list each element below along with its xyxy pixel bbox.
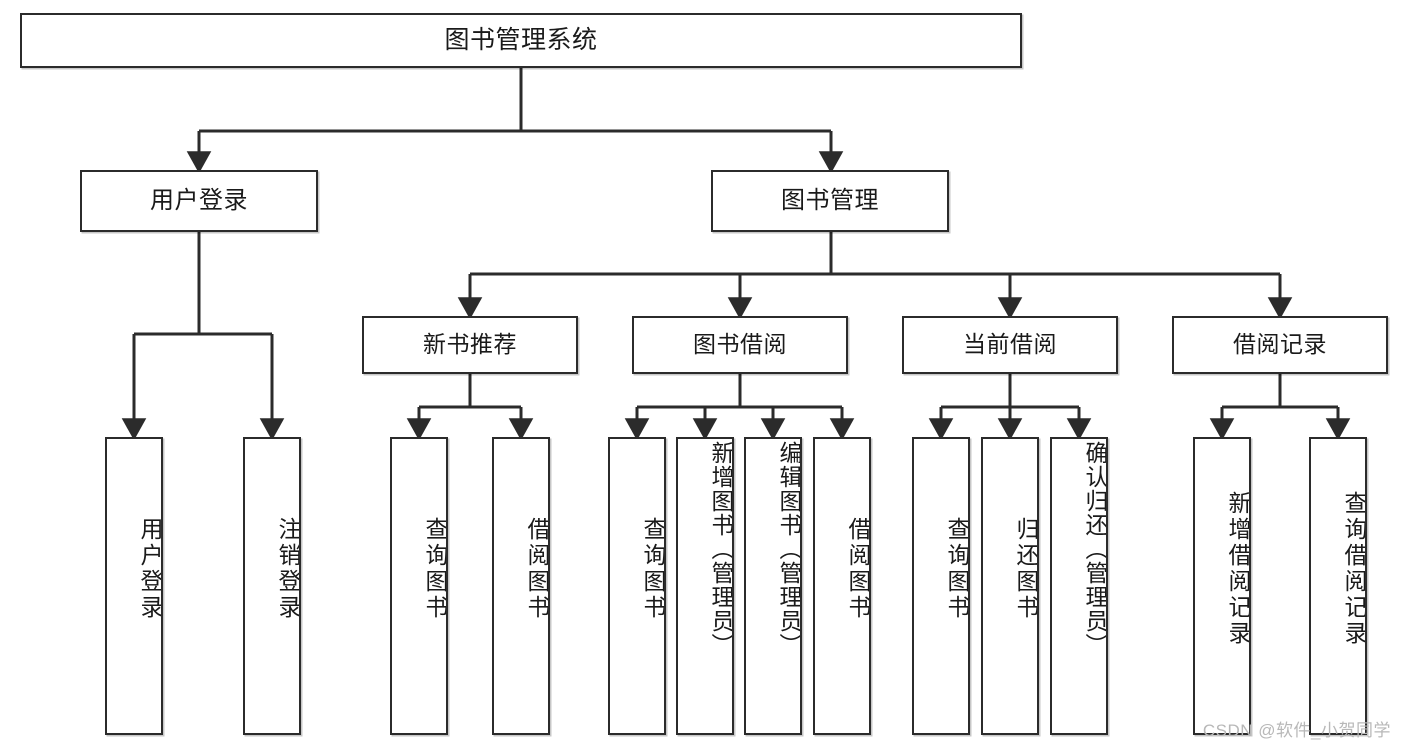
node-borrow-record[interactable]: 借阅记录 — [1172, 316, 1388, 374]
node-borrow-record-label: 借阅记录 — [1233, 331, 1327, 358]
node-leaf-logout[interactable]: 注销登录 — [243, 437, 301, 735]
node-leaf-add-record[interactable]: 新增借阅记录 — [1193, 437, 1251, 735]
node-leaf-return-book[interactable]: 归还图书 — [981, 437, 1039, 735]
node-book-borrow[interactable]: 图书借阅 — [632, 316, 848, 374]
node-leaf-borrow-book-1[interactable]: 借阅图书 — [492, 437, 550, 735]
node-book-manage[interactable]: 图书管理 — [711, 170, 949, 232]
node-leaf-user-login[interactable]: 用户登录 — [105, 437, 163, 735]
node-root-system[interactable]: 图书管理系统 — [20, 13, 1022, 68]
node-book-manage-label: 图书管理 — [781, 186, 879, 214]
node-leaf-edit-book-label: 编辑图书（管理员） — [776, 441, 802, 657]
node-leaf-add-book-label: 新增图书（管理员） — [708, 441, 734, 657]
node-root-system-label: 图书管理系统 — [444, 25, 598, 54]
node-leaf-query-book-3-label: 查询图书 — [944, 517, 970, 621]
node-book-borrow-label: 图书借阅 — [693, 331, 787, 358]
node-leaf-query-book-2-label: 查询图书 — [640, 517, 666, 621]
node-current-borrow-label: 当前借阅 — [963, 331, 1057, 358]
node-user-login[interactable]: 用户登录 — [80, 170, 318, 232]
node-leaf-user-login-label: 用户登录 — [137, 517, 163, 621]
node-leaf-add-book[interactable]: 新增图书（管理员） — [676, 437, 734, 735]
node-leaf-confirm-return-label: 确认归还（管理员） — [1082, 441, 1108, 657]
node-leaf-query-book-1-label: 查询图书 — [422, 517, 448, 621]
node-new-book-recommend[interactable]: 新书推荐 — [362, 316, 578, 374]
node-user-login-label: 用户登录 — [150, 186, 248, 214]
node-leaf-logout-label: 注销登录 — [275, 517, 301, 621]
node-leaf-borrow-book-1-label: 借阅图书 — [524, 517, 550, 621]
node-leaf-query-book-3[interactable]: 查询图书 — [912, 437, 970, 735]
node-leaf-query-book-1[interactable]: 查询图书 — [390, 437, 448, 735]
node-leaf-add-record-label: 新增借阅记录 — [1225, 491, 1251, 647]
node-leaf-borrow-book-2-label: 借阅图书 — [845, 517, 871, 621]
node-leaf-borrow-book-2[interactable]: 借阅图书 — [813, 437, 871, 735]
node-leaf-edit-book[interactable]: 编辑图书（管理员） — [744, 437, 802, 735]
node-leaf-query-record[interactable]: 查询借阅记录 — [1309, 437, 1367, 735]
node-leaf-query-record-label: 查询借阅记录 — [1341, 491, 1367, 647]
node-current-borrow[interactable]: 当前借阅 — [902, 316, 1118, 374]
node-leaf-confirm-return[interactable]: 确认归还（管理员） — [1050, 437, 1108, 735]
node-new-book-recommend-label: 新书推荐 — [423, 331, 517, 358]
node-leaf-query-book-2[interactable]: 查询图书 — [608, 437, 666, 735]
node-leaf-return-book-label: 归还图书 — [1013, 517, 1039, 621]
